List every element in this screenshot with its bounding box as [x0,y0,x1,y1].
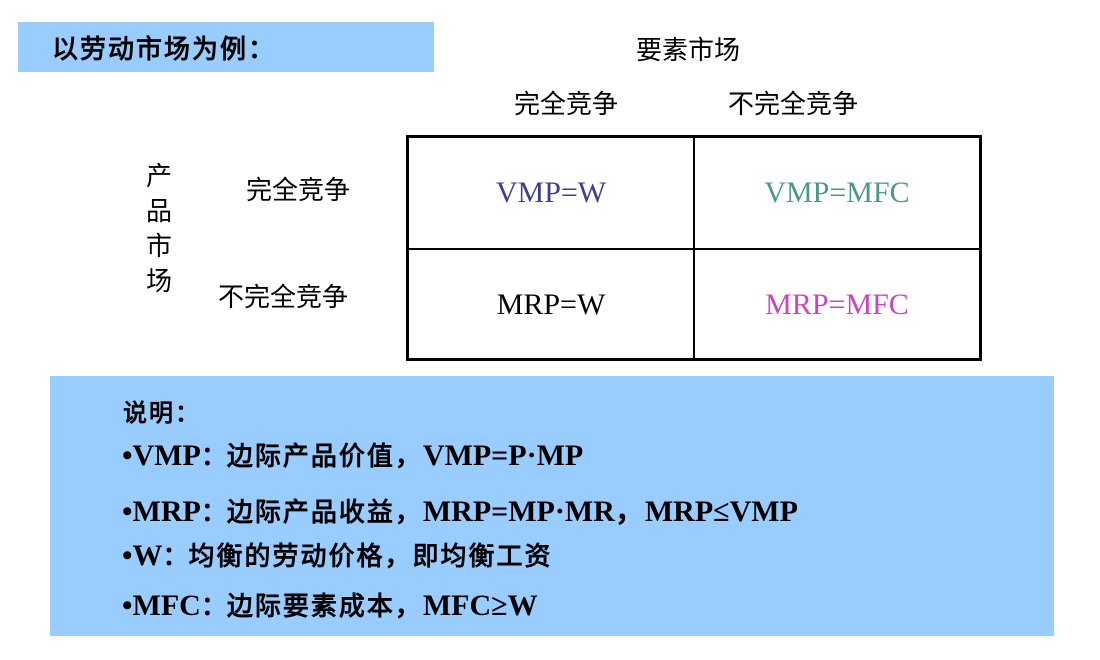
note-term: •VMP [122,439,201,472]
row-header-perfect-competition: 完全竞争 [246,176,351,206]
note-term: •MFC [122,589,201,622]
product-market-heading-char: 市 [145,232,172,262]
cell-vmp-mfc: VMP=MFC [764,176,910,209]
note-mfc: •MFC：边际要素成本，MFC≥W [122,586,538,623]
note-separator: ： [162,542,189,572]
product-market-heading-char: 品 [145,197,172,227]
note-separator: ： [200,592,227,622]
product-market-heading-char: 场 [145,267,172,297]
cell-mrp-mfc: MRP=MFC [765,288,909,321]
column-header-perfect-competition: 完全竞争 [514,90,619,120]
cell-vmp-w: VMP=W [495,176,607,209]
note-description: 边际产品收益， [226,498,423,528]
product-market-heading: 产 品 市 场 [144,160,174,300]
note-w: •W：均衡的劳动价格，即均衡工资 [122,536,553,573]
note-mrp: •MRP：边际产品收益，MRP=MP·MR，MRP≤VMP [122,486,798,530]
title-banner: 以劳动市场为例： [18,22,434,72]
note-description: 边际要素成本， [226,592,423,622]
factor-market-heading: 要素市场 [636,36,741,66]
note-vmp: •VMP：边际产品价值，VMP=P·MP [122,436,583,473]
note-separator: ： [200,442,227,472]
market-matrix: VMP=W VMP=MFC MRP=W MRP=MFC [406,135,982,361]
note-separator: ： [200,498,227,528]
note-formula: MRP=MP·MR，MRP≤VMP [422,495,798,528]
note-term: •MRP [122,495,201,528]
row-header-imperfect-competition: 不完全竞争 [218,283,349,313]
notes-panel: 说明： •VMP：边际产品价值，VMP=P·MP •MRP：边际产品收益，MRP… [50,376,1054,636]
note-description: 边际产品价值， [226,442,423,472]
column-header-imperfect-competition: 不完全竞争 [728,90,859,120]
notes-title: 说明： [123,398,201,427]
matrix-horizontal-divider [409,248,979,250]
cell-mrp-w: MRP=W [496,288,606,321]
product-market-heading-char: 产 [145,162,172,192]
note-term: •W [122,539,163,572]
page-title: 以劳动市场为例： [52,34,277,65]
note-formula: MFC≥W [422,589,538,622]
note-description: 均衡的劳动价格，即均衡工资 [188,542,553,572]
note-formula: VMP=P·MP [422,439,584,472]
